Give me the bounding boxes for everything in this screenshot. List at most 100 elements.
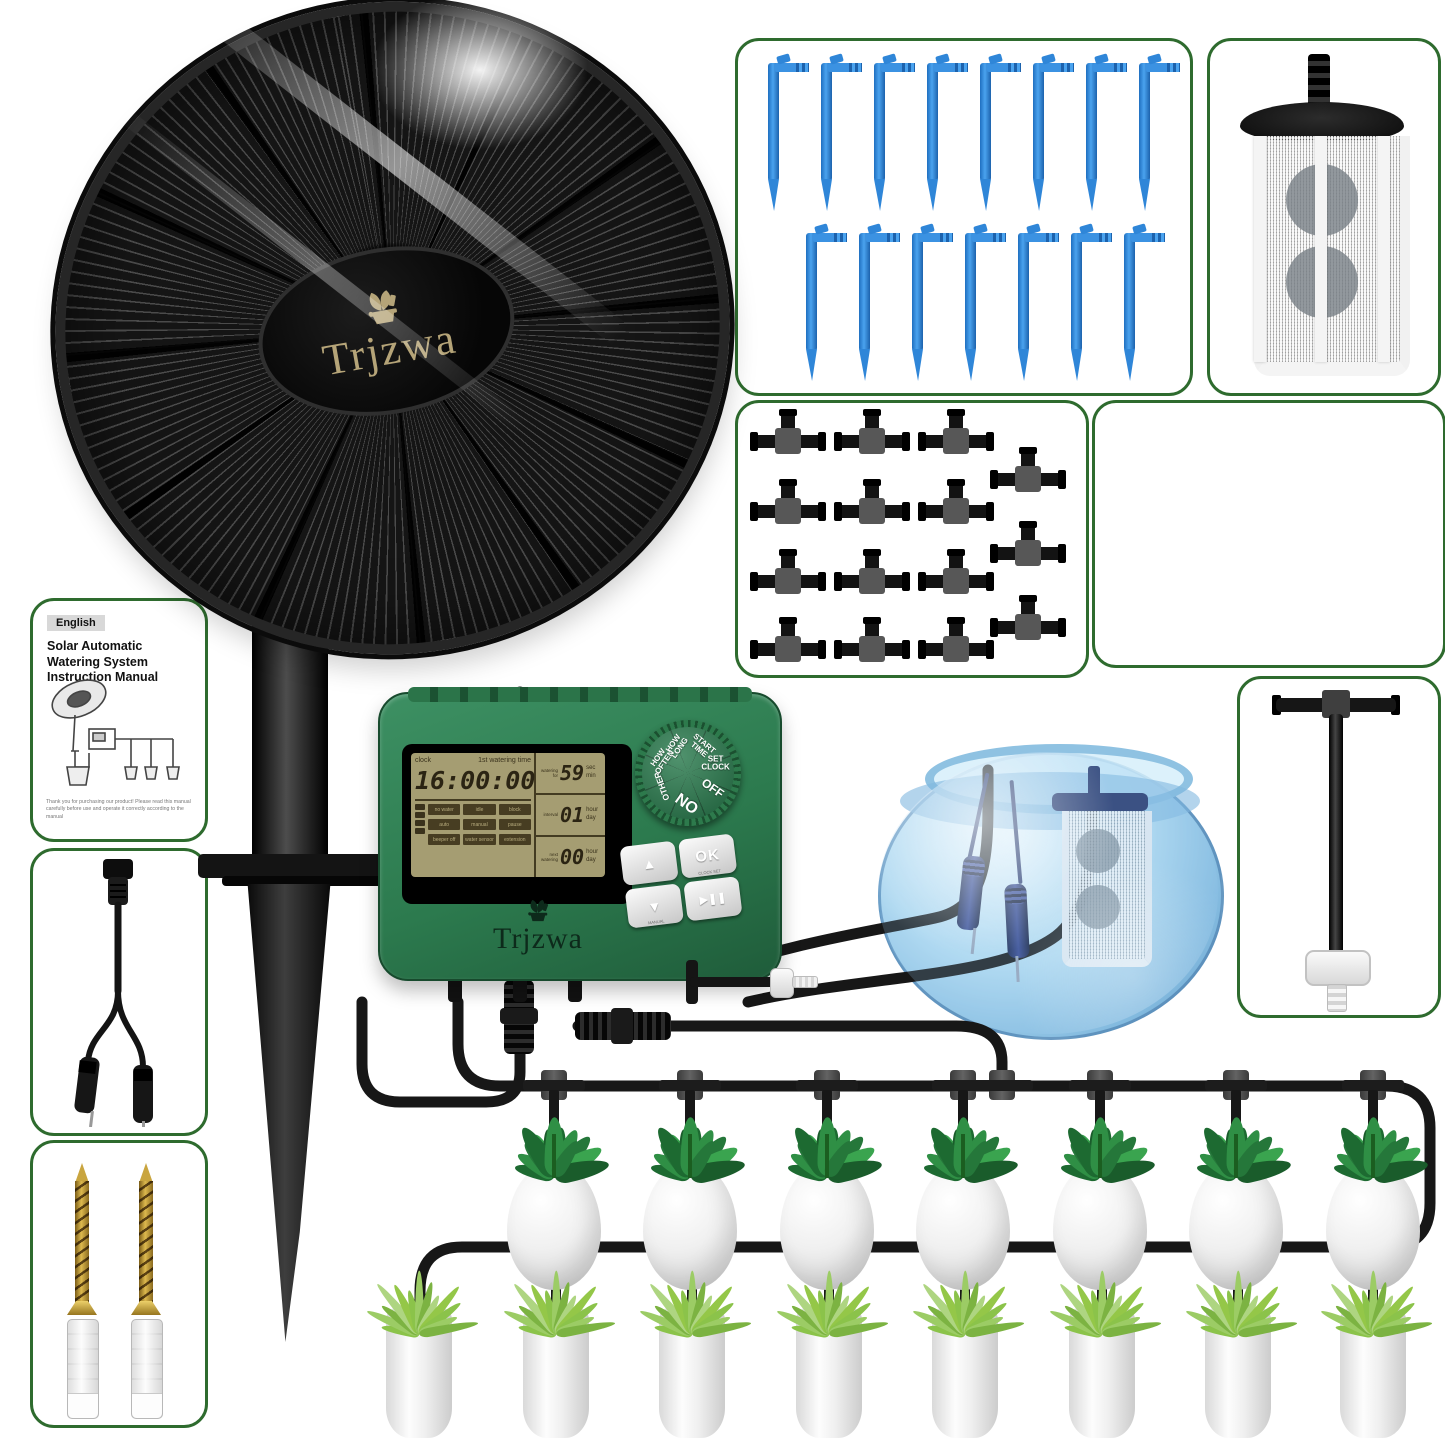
tee-connector: [834, 479, 910, 533]
filter-pillar: [1378, 136, 1390, 362]
lcd-row-value: 59: [560, 761, 585, 785]
plant: [500, 1240, 616, 1339]
tee-connector: [918, 617, 994, 671]
lcd-clock-label: clock: [415, 757, 431, 764]
filter-barb: [1308, 54, 1330, 108]
drip-stake: [1027, 53, 1079, 225]
tool-disc: [1305, 950, 1371, 986]
plant: [622, 1068, 758, 1186]
punch-tool-tip: [792, 976, 818, 988]
drip-stake: [959, 223, 1011, 395]
tee-connector: [750, 479, 826, 533]
dial-label: ON: [672, 788, 703, 817]
tee-connector: [990, 447, 1066, 501]
brand-name: Trjzwa: [493, 922, 583, 955]
tubing-coil-box: [1092, 400, 1445, 668]
tube-connector: [575, 1008, 671, 1044]
stake-flange-lower: [222, 876, 446, 886]
lcd-mode: beeper off: [428, 834, 461, 845]
lcd-row-label: interval: [543, 812, 558, 818]
drip-stake: [906, 223, 958, 395]
filter-pillar: [1254, 136, 1266, 362]
lcd-mode: water sensor: [463, 834, 496, 845]
pump-filter-stem: [1088, 766, 1100, 796]
punch-tool-disc: [770, 968, 794, 998]
plant: [1317, 1240, 1433, 1339]
drip-stake: [815, 53, 867, 225]
plant: [363, 1240, 479, 1339]
lcd-row-value: 00: [560, 845, 585, 869]
filter-cap: [1240, 102, 1404, 142]
plant: [1182, 1240, 1298, 1339]
plant: [1032, 1068, 1168, 1186]
punch-tool-shaft: [690, 977, 790, 987]
lcd-time: 16:00:00: [415, 766, 536, 795]
lcd-mode: idle: [463, 804, 496, 815]
drip-stake: [1012, 223, 1064, 395]
drip-stake: [762, 53, 814, 225]
tee-connector: [750, 617, 826, 671]
lcd-mode: extension: [498, 834, 531, 845]
drip-stakes-box: [735, 38, 1193, 396]
wall-anchor: [67, 1319, 99, 1419]
tee-connector: [750, 549, 826, 603]
plant: [486, 1068, 622, 1186]
drip-stake: [1065, 223, 1117, 395]
manual-title: Solar Automatic Watering System Instruct…: [47, 639, 159, 685]
lcd-mode: block: [498, 804, 531, 815]
plant: [1305, 1068, 1441, 1186]
manual-box: English Solar Automatic Watering System …: [30, 598, 208, 842]
plant: [636, 1240, 752, 1339]
drip-stake: [800, 223, 852, 395]
lcd-row-label: watering for: [540, 767, 558, 778]
pump-filter-cap: [1052, 793, 1148, 811]
tool-center-block: [1322, 690, 1350, 718]
sprout-icon: [528, 899, 549, 922]
plant: [895, 1068, 1031, 1186]
screws-box: [30, 1140, 208, 1428]
tee-connector: [750, 409, 826, 463]
lcd-mode: no water: [428, 804, 461, 815]
tool-tip: [1327, 984, 1347, 1012]
up-button[interactable]: ▲: [619, 840, 679, 886]
tee-connector: [918, 479, 994, 533]
water-sensor-probe: [1004, 883, 1030, 959]
drip-stake: [1133, 53, 1185, 225]
plant: [1046, 1240, 1162, 1339]
wall-anchor: [131, 1319, 163, 1419]
drip-stake: [974, 53, 1026, 225]
manual-language-badge: English: [47, 615, 105, 631]
manual-footnote: Thank you for purchasing our product! Pl…: [46, 799, 191, 820]
plant: [773, 1240, 889, 1339]
lcd-mode: auto: [428, 819, 461, 830]
play-pause-button[interactable]: ▶❚❚: [683, 876, 743, 922]
plant: [1168, 1068, 1304, 1186]
lcd-mode: manual: [463, 819, 496, 830]
drip-stake: [1080, 53, 1132, 225]
lcd-watering-time-label: 1st watering time: [478, 757, 531, 764]
dial-label: SET CLOCK: [701, 754, 730, 773]
lcd-bezel: clock 1st watering time 16:00:00 no wate…: [402, 744, 632, 904]
drip-stake: [1118, 223, 1170, 395]
tee-connector: [990, 521, 1066, 575]
timer-brand-logo: Trjzwa: [438, 898, 638, 956]
manual-diagram: [51, 679, 180, 786]
sensor-cable: [74, 859, 153, 1128]
lcd-mode: pause: [498, 819, 531, 830]
battery-icon: [415, 804, 425, 845]
drip-stake: [921, 53, 973, 225]
tee-connector: [918, 549, 994, 603]
tee-connectors-box: [735, 400, 1089, 678]
